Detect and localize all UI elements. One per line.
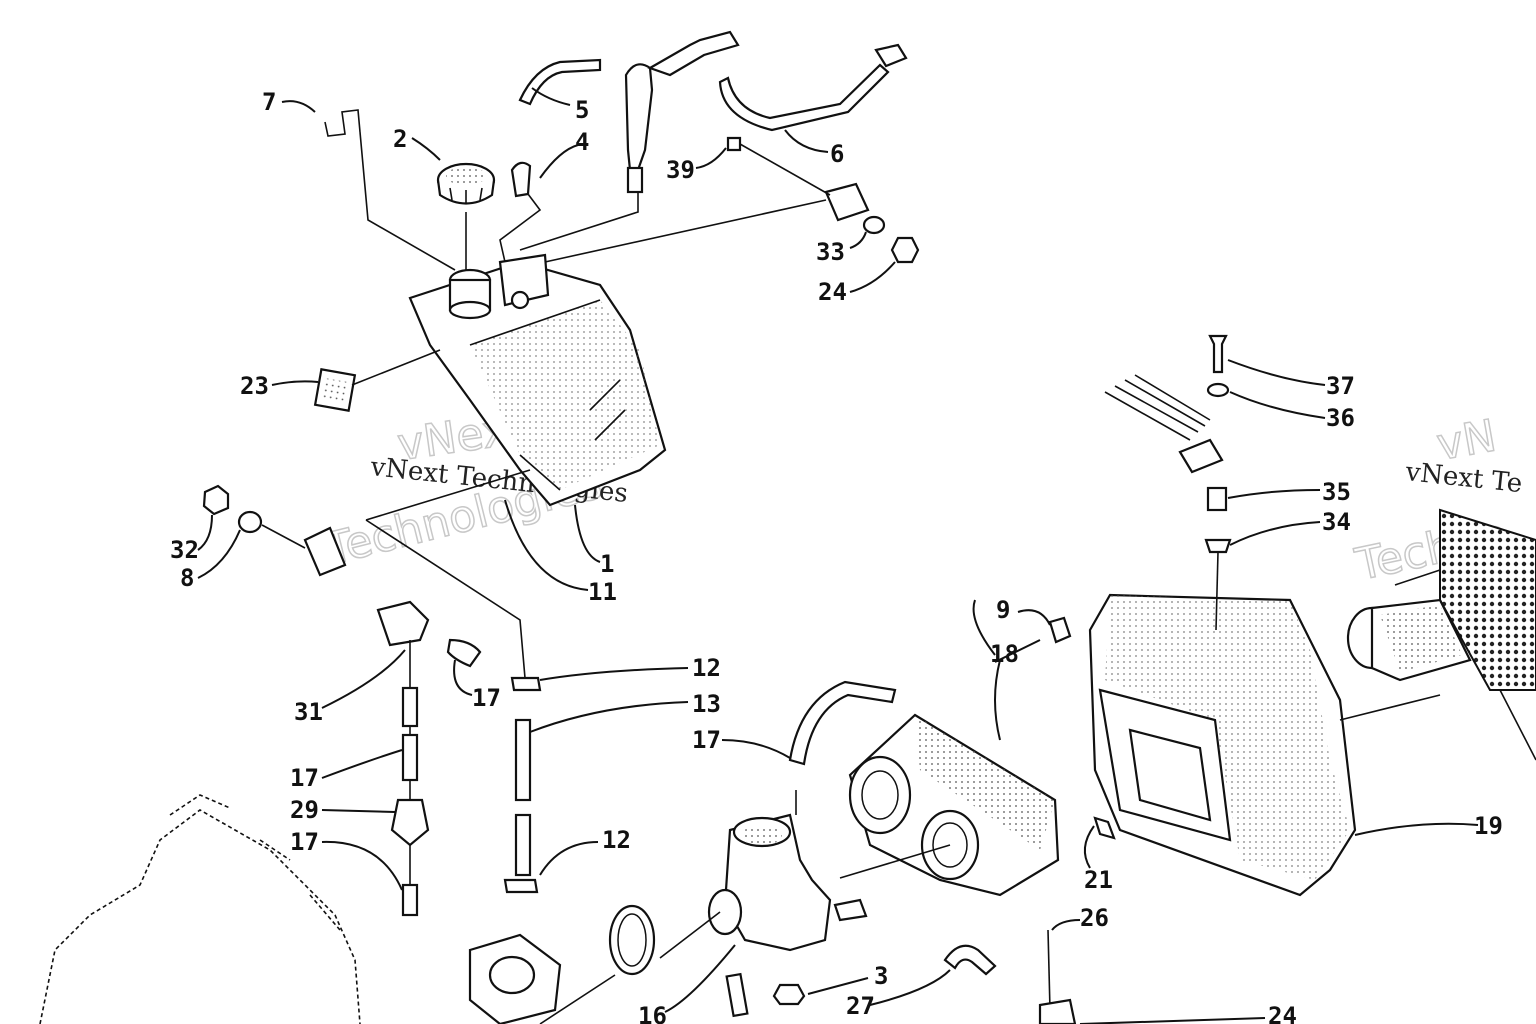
- mount-bracket: [726, 136, 920, 264]
- callout-11: 11: [588, 578, 617, 606]
- callout-labels: 1 2 3 4 5 6 7 8 9 11 12 12 13 16 17 17 1…: [170, 88, 1503, 1024]
- callout-24-lower: 24: [1268, 1002, 1297, 1024]
- air-box: [1048, 593, 1357, 897]
- screw-21: [1093, 816, 1116, 840]
- clip-7: [324, 109, 361, 137]
- callout-1: 1: [600, 550, 614, 578]
- callout-17-hose: 17: [692, 726, 721, 754]
- callout-8: 8: [180, 564, 194, 592]
- callout-32: 32: [170, 536, 199, 564]
- callout-17-valve: 17: [472, 684, 501, 712]
- callout-35: 35: [1322, 478, 1351, 506]
- callout-24-upper: 24: [818, 278, 847, 306]
- callout-7: 7: [262, 88, 276, 116]
- callout-16: 16: [638, 1002, 667, 1024]
- callout-21: 21: [1084, 866, 1113, 894]
- valve-hardware: [202, 484, 482, 668]
- callout-18: 18: [990, 640, 1019, 668]
- callout-13: 13: [692, 690, 721, 718]
- fuel-line-left: [390, 640, 430, 917]
- lower-bracket: [943, 929, 1077, 1024]
- fuel-line-center: [503, 676, 542, 894]
- oil-tank: [408, 253, 667, 507]
- callout-33: 33: [816, 238, 845, 266]
- clamp-ring: [608, 904, 656, 976]
- callout-3: 3: [874, 962, 888, 990]
- sight-gauge: [313, 368, 357, 412]
- oil-cap: [436, 162, 496, 205]
- callout-39: 39: [666, 156, 695, 184]
- engine-outline: [39, 794, 361, 1024]
- callout-17-line-upper: 17: [290, 764, 319, 792]
- callout-23: 23: [240, 372, 269, 400]
- carburetor: [707, 813, 868, 1018]
- callout-9: 9: [996, 596, 1010, 624]
- oil-pump-line: [624, 30, 908, 194]
- intake-silencer: [848, 713, 1060, 897]
- callout-2: 2: [393, 125, 407, 153]
- callout-36: 36: [1326, 404, 1355, 432]
- callout-12-lower: 12: [602, 826, 631, 854]
- mesh-screen: [1346, 508, 1536, 761]
- intake-flange: [468, 933, 562, 1024]
- leader-lines: [197, 87, 1479, 1024]
- callout-34: 34: [1322, 508, 1351, 536]
- throttle-cable-assembly: [1104, 374, 1224, 474]
- watermark-right-text: vNext Te: [1403, 457, 1523, 499]
- callout-12-upper: 12: [692, 654, 721, 682]
- callout-29: 29: [290, 796, 319, 824]
- callout-19: 19: [1474, 812, 1503, 840]
- callout-37: 37: [1326, 372, 1355, 400]
- bolt-stack: [1204, 334, 1232, 631]
- callout-31: 31: [294, 698, 323, 726]
- callout-5: 5: [575, 96, 589, 124]
- callout-27: 27: [846, 992, 875, 1020]
- pulse-hose: [788, 680, 897, 766]
- watermark-right-outline-1: vN: [1433, 410, 1500, 470]
- callout-6: 6: [830, 140, 844, 168]
- callout-26: 26: [1080, 904, 1109, 932]
- callout-4: 4: [575, 128, 589, 156]
- callout-17-line-lower: 17: [290, 828, 319, 856]
